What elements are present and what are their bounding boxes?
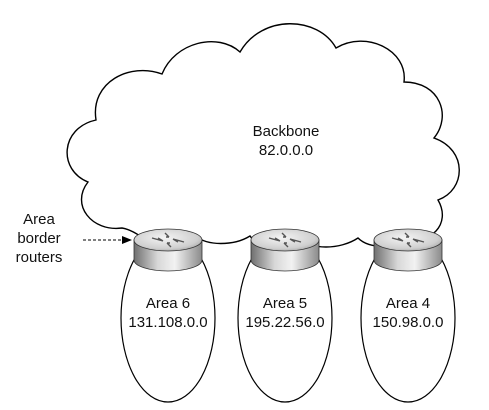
backbone-name: Backbone: [252, 123, 320, 140]
area-5-label: Area 5 195.22.56.0: [235, 294, 335, 332]
border-routers-line-3: routers: [15, 249, 63, 266]
area-5-name: Area 5: [262, 295, 308, 312]
backbone-cloud: [66, 23, 460, 248]
border-router-pointer-arrow: [83, 236, 132, 244]
backbone-label: Backbone 82.0.0.0: [236, 122, 336, 160]
area-5-network: 195.22.56.0: [245, 314, 325, 331]
area-4-name: Area 4: [385, 295, 431, 312]
backbone-network: 82.0.0.0: [258, 142, 314, 159]
router-icon-area-5: [250, 228, 320, 272]
area-6-network: 131.108.0.0: [128, 314, 208, 331]
router-icon-area-4: [373, 228, 443, 272]
area-4-network: 150.98.0.0: [372, 314, 444, 331]
area-6-label: Area 6 131.108.0.0: [118, 294, 218, 332]
border-routers-line-1: Area: [23, 211, 55, 228]
border-routers-line-2: border: [17, 230, 61, 247]
area-6-name: Area 6: [145, 295, 191, 312]
router-icon-area-6: [133, 228, 203, 272]
border-routers-label: Area border routers: [4, 210, 74, 267]
area-4-label: Area 4 150.98.0.0: [358, 294, 458, 332]
